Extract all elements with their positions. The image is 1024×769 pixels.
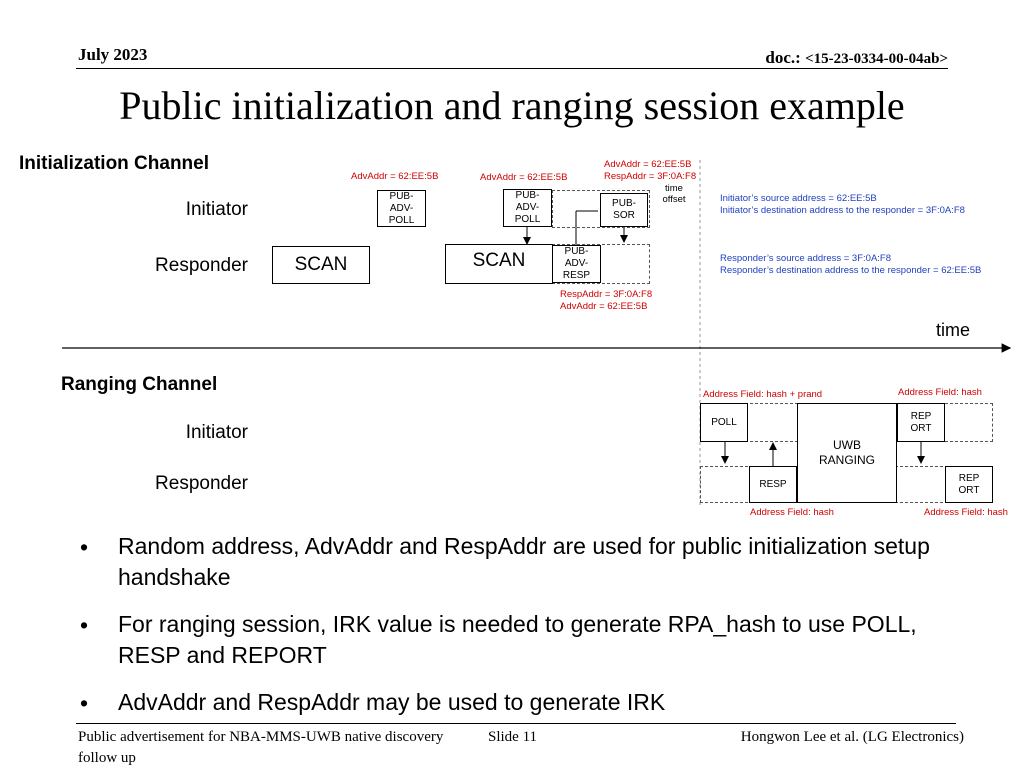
advaddr-note-1: AdvAddr = 62:EE:5B xyxy=(351,171,439,182)
poll-box: POLL xyxy=(700,403,748,442)
doc-number: <15-23-0334-00-04ab> xyxy=(805,51,948,67)
report-address-note-top: Address Field: hash xyxy=(898,387,982,398)
responder-src-address: Responder’s source address = 3F:0A:F8 xyxy=(720,253,892,264)
sor-note-advaddr: AdvAddr = 62:EE:5B xyxy=(604,159,692,170)
initiator-dst-address: Initiator’s destination address to the r… xyxy=(720,205,965,216)
time-offset-line-2: offset xyxy=(662,194,686,205)
init-responder-label: Responder xyxy=(155,255,248,276)
time-axis-label: time xyxy=(936,320,971,340)
init-channel-label: Initialization Channel xyxy=(19,153,210,174)
resp-box: RESP xyxy=(749,466,797,503)
report-box-responder: REP ORT xyxy=(945,466,993,503)
sor-note-respaddr: RespAddr = 3F:0A:F8 xyxy=(604,171,697,182)
bullet-marker-2: • xyxy=(80,612,89,638)
scan-box-1: SCAN xyxy=(272,246,370,284)
resp-note-advaddr: AdvAddr = 62:EE:5B xyxy=(560,301,648,312)
init-initiator-frame xyxy=(552,190,650,228)
bullet-text-3: AdvAddr and RespAddr may be used to gene… xyxy=(118,689,666,715)
header-date: July 2023 xyxy=(78,45,148,64)
pub-adv-poll-box-2: PUB- ADV- POLL xyxy=(503,189,552,227)
resp-note-respaddr: RespAddr = 3F:0A:F8 xyxy=(560,289,653,300)
ranging-initiator-label: Initiator xyxy=(185,422,248,443)
report-box-initiator: REP ORT xyxy=(897,403,945,442)
time-offset-label: time offset xyxy=(655,183,693,205)
pub-sor-box: PUB- SOR xyxy=(600,193,648,227)
report-address-note-bottom: Address Field: hash xyxy=(924,507,1008,518)
bullet-marker-1: • xyxy=(80,534,89,560)
responder-dst-address: Responder’s destination address to the r… xyxy=(720,265,982,276)
slide-title: Public initialization and ranging sessio… xyxy=(119,83,905,128)
poll-address-note: Address Field: hash + prand xyxy=(703,389,823,400)
init-initiator-label: Initiator xyxy=(185,199,248,220)
bullet-marker-3: • xyxy=(80,690,89,716)
bullet-text-1: Random address, AdvAddr and RespAddr are… xyxy=(118,533,930,590)
scan-box-2: SCAN xyxy=(445,244,553,284)
pub-adv-resp-box: PUB- ADV- RESP xyxy=(552,245,601,283)
footer-divider xyxy=(76,723,956,724)
ranging-responder-label: Responder xyxy=(155,473,248,494)
uwb-ranging-box: UWB RANGING xyxy=(797,403,897,503)
doc-label: doc.: xyxy=(765,48,801,67)
ranging-channel-label: Ranging Channel xyxy=(61,374,218,395)
time-offset-line-1: time xyxy=(665,183,683,194)
resp-address-note: Address Field: hash xyxy=(750,507,834,518)
footer-author: Hongwon Lee et al. (LG Electronics) xyxy=(740,729,964,745)
header-divider xyxy=(76,68,948,69)
footer-slide-number: Slide 11 xyxy=(488,729,538,745)
advaddr-note-2: AdvAddr = 62:EE:5B xyxy=(480,172,568,183)
initiator-src-address: Initiator’s source address = 62:EE:5B xyxy=(720,193,877,204)
pub-adv-poll-box-1: PUB- ADV- POLL xyxy=(377,190,426,227)
header-doc-number: doc.: <15-23-0334-00-04ab> xyxy=(765,48,948,68)
bullet-text-2: For ranging session, IRK value is needed… xyxy=(118,611,917,668)
footer-title: Public advertisement for NBA-MMS-UWB nat… xyxy=(78,729,444,766)
